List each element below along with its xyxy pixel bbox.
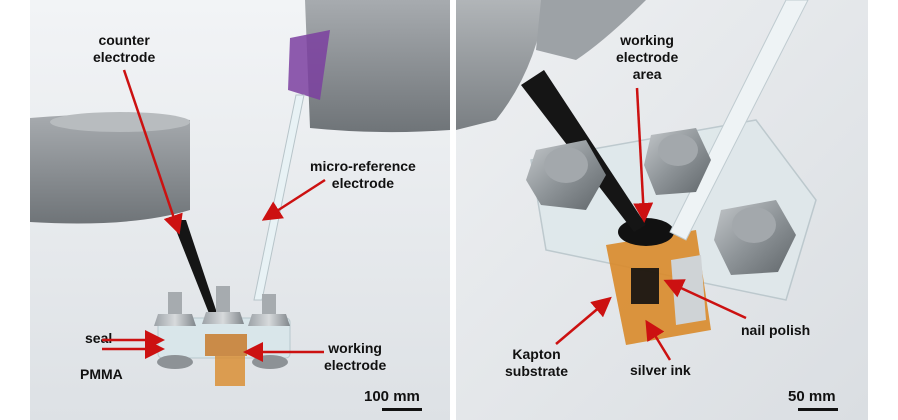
right-nut-2 <box>644 128 711 195</box>
micro-reference-electrode-label: micro-reference electrode <box>310 158 416 191</box>
nail-polish-label: nail polish <box>741 322 811 338</box>
kapton-substrate-label: Kapton substrate <box>505 346 569 379</box>
working-electrode-area-label: working electrode area <box>616 32 679 82</box>
scale-bar-left-text: 100 mm <box>364 388 420 405</box>
right-nut-1 <box>526 140 606 210</box>
left-photo-scene <box>30 0 450 420</box>
counter-electrode-label: counter electrode <box>93 32 156 65</box>
scale-bar-right-text: 50 mm <box>788 388 836 405</box>
silver-ink-label: silver ink <box>630 362 691 378</box>
scale-bar-right <box>798 408 838 411</box>
right-nut-3 <box>714 200 796 275</box>
pmma-label: PMMA <box>80 366 123 382</box>
left-screw-1 <box>154 292 196 369</box>
photo-left-panel: counter electrode micro-reference electr… <box>30 0 450 420</box>
right-photo-scene <box>456 0 868 420</box>
left-screw-2 <box>202 286 244 324</box>
working-electrode-label: working electrode <box>324 340 387 373</box>
seal-label: seal <box>85 330 113 346</box>
photo-right-panel: working electrode area nail polish Kapto… <box>456 0 868 420</box>
scale-bar-left <box>382 408 422 411</box>
